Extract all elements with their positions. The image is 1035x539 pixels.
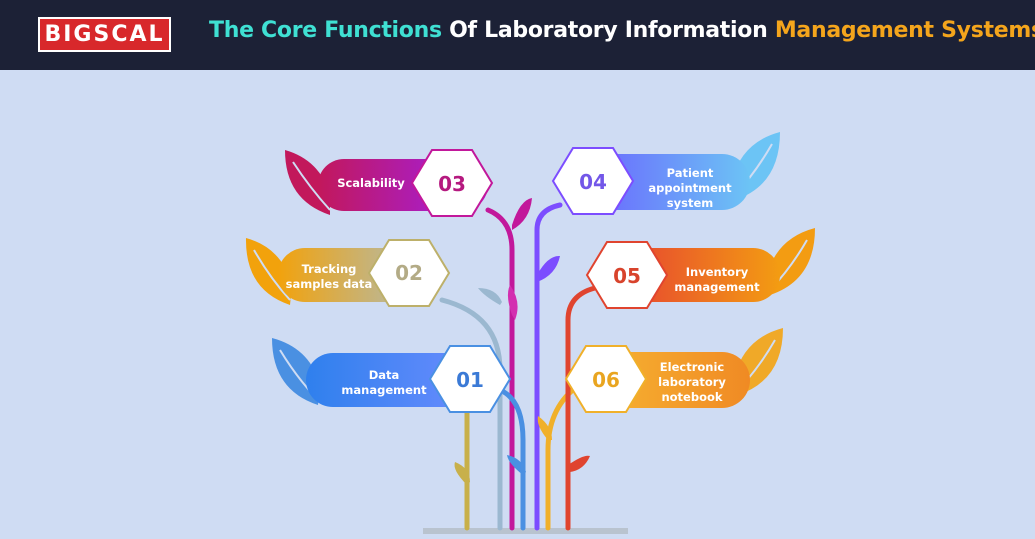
leaf-icon — [537, 255, 560, 282]
leaf-icon — [537, 416, 552, 440]
hexagon-badge-04 — [551, 147, 635, 215]
item-01-group[interactable] — [272, 338, 512, 413]
leaf-icon — [568, 455, 590, 472]
label-03: Scalability — [337, 176, 405, 190]
stem-03 — [485, 207, 515, 531]
label-01: Data management — [341, 368, 427, 397]
number-02: 02 — [395, 261, 423, 285]
label-02: Tracking samples data — [285, 262, 373, 291]
hexagon-badge-06 — [564, 345, 648, 413]
number-06: 06 — [592, 368, 620, 392]
bigscal-logo[interactable]: BIGSCAL — [38, 17, 171, 52]
page-title: The Core Functions Of Laboratory Informa… — [209, 18, 1035, 43]
item-05-group[interactable] — [585, 228, 815, 309]
number-01: 01 — [456, 368, 484, 392]
tree-svg: 03 02 01 04 05 06 — [245, 132, 815, 534]
stem-04 — [534, 202, 563, 531]
stem-leaves — [454, 198, 590, 485]
hexagon-badge-02 — [367, 239, 451, 307]
leaf-icon — [512, 198, 532, 230]
item-06-group[interactable] — [564, 328, 783, 413]
title-highlight-cyan: The Core Functions — [209, 18, 442, 43]
number-04: 04 — [579, 170, 607, 194]
number-05: 05 — [613, 264, 641, 288]
hexagon-badge-05 — [585, 241, 669, 309]
stem-02 — [439, 297, 503, 531]
leaf-icon — [454, 462, 470, 485]
item-02-group[interactable] — [245, 238, 451, 307]
hexagon-badge-03 — [410, 149, 494, 217]
label-05: Inventory management — [674, 265, 760, 294]
leaf-icon — [478, 288, 502, 305]
item-03-group[interactable] — [285, 149, 494, 217]
leaf-icon — [507, 455, 526, 475]
label-06: Electronic laboratory notebook — [658, 360, 726, 404]
stem-05 — [565, 285, 598, 531]
ground-bar — [423, 528, 628, 534]
title-middle: Of Laboratory Information — [441, 18, 775, 43]
header-bar: BIGSCAL The Core Functions Of Laboratory… — [0, 0, 1035, 70]
stem-01 — [497, 387, 526, 531]
tree-diagram: 03 02 01 04 05 06 Scalability Tracking s… — [0, 70, 1035, 534]
item-04-group[interactable] — [551, 132, 780, 215]
logo-text: BIGSCAL — [44, 22, 165, 47]
hexagon-badge-01 — [428, 345, 512, 413]
stem-06 — [545, 385, 578, 531]
label-04: Patient appointment system — [648, 166, 732, 210]
leaf-icon — [507, 285, 518, 320]
title-highlight-orange: Management Systems — [774, 18, 1035, 43]
number-03: 03 — [438, 172, 466, 196]
